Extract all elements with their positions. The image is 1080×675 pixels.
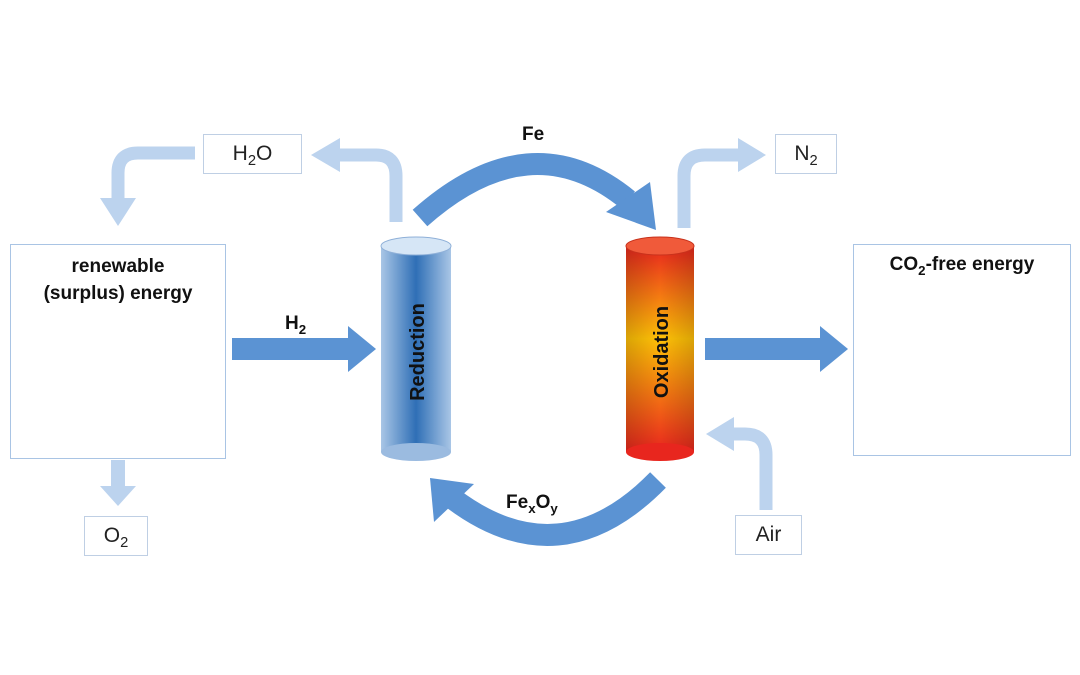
air-label: Air (735, 515, 802, 555)
co2-suffix: -free energy (925, 254, 1035, 275)
fexoy-mid: O (535, 492, 551, 513)
h2o-post: O (256, 142, 273, 165)
reduction-reactor: Reduction (380, 236, 452, 461)
h2o-label: H2O (203, 134, 302, 174)
h2-pre: H (285, 313, 299, 334)
oxidation-reactor: Oxidation (625, 236, 695, 461)
fexoy-pre: Fe (506, 492, 529, 513)
fexoy-sub2: y (550, 500, 558, 516)
oxygen-out-arrow (100, 460, 136, 506)
hydrogen-arrow (232, 326, 376, 372)
fexoy-label: FexOy (506, 492, 558, 516)
o2-label: O2 (84, 516, 148, 556)
renewable-title: renewable (surplus) energy (11, 253, 225, 307)
h2-sub: 2 (298, 321, 307, 337)
renewable-title-line1: renewable (71, 256, 165, 277)
co2-sub: 2 (918, 262, 926, 278)
h2o-pre: H (232, 142, 248, 165)
water-recycle-arrow (100, 146, 195, 226)
energy-output-arrow (705, 326, 848, 372)
fe-label: Fe (522, 124, 545, 145)
oxidation-label: Oxidation (651, 306, 673, 398)
h2-label: H2 (285, 313, 306, 337)
o2-sub: 2 (120, 535, 129, 552)
renewable-energy-box: renewable (surplus) energy (10, 244, 226, 459)
renewable-title-line2: (surplus) energy (43, 283, 193, 304)
nitrogen-out-arrow (677, 138, 766, 228)
h2o-sub: 2 (247, 153, 256, 170)
co2-free-energy-box: CO2-free energy (853, 244, 1071, 456)
iron-arc-arrow (412, 153, 656, 230)
o2-pre: O (103, 524, 121, 547)
iron-oxide-arc-arrow (430, 472, 666, 546)
co2-free-title: CO2-free energy (854, 254, 1070, 278)
air-in-arrow (706, 417, 773, 510)
n2-sub: 2 (809, 153, 818, 170)
n2-pre: N (794, 142, 810, 165)
water-out-arrow (311, 138, 403, 222)
co2-prefix: CO (889, 254, 919, 275)
reduction-label: Reduction (407, 303, 429, 401)
fexoy-sub1: x (528, 500, 536, 516)
n2-label: N2 (775, 134, 837, 174)
